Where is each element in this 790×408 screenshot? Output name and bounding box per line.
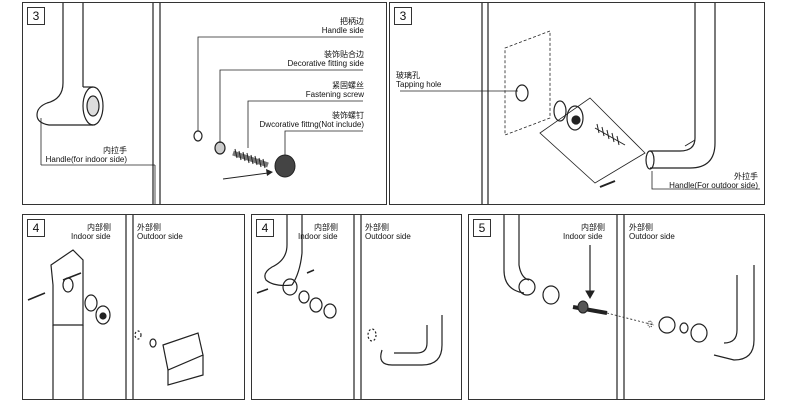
handle-assembly-illustration [36,3,363,204]
final-fastening-illustration [503,215,755,399]
step-number: 3 [27,7,45,25]
step-number: 4 [256,219,274,237]
decorative-fitting-icon [274,154,296,178]
handle-attach-illustration [256,215,443,399]
step-panel-top-left: 3 [22,2,387,205]
outdoor-handle-illustration [400,3,760,204]
step-number: 3 [394,7,412,25]
step-number: 5 [473,219,491,237]
step-number: 4 [27,219,45,237]
bracket-mounting-illustration [27,215,204,399]
